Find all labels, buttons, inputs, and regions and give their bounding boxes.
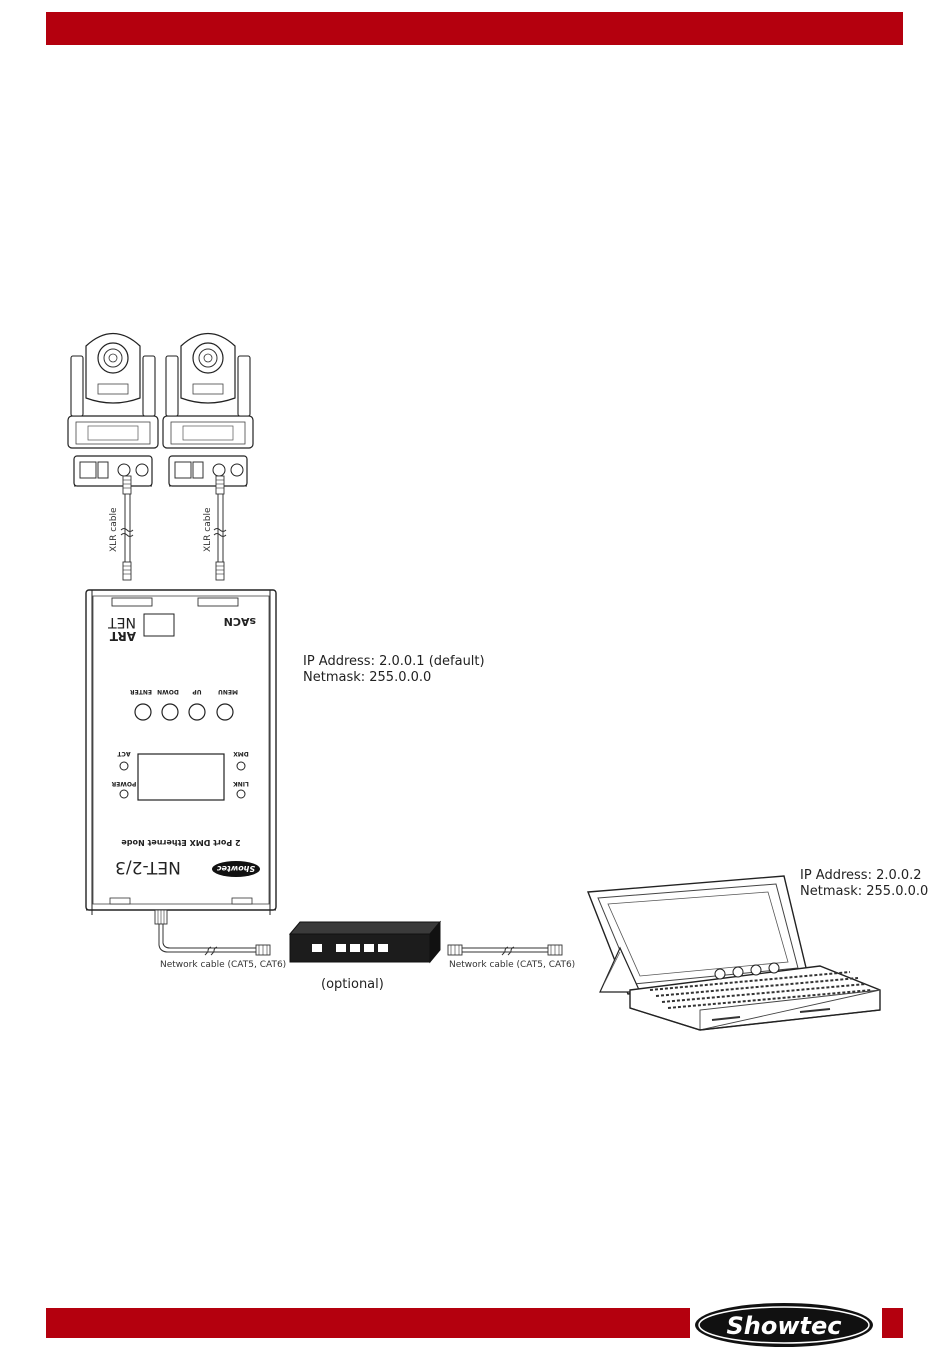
- indicator-label-dmx: DMX: [233, 750, 249, 757]
- network-cable-label-right: Network cable (CAT5, CAT6): [449, 960, 575, 970]
- indicator-act: [120, 762, 128, 770]
- node-display: [138, 754, 224, 800]
- indicator-link: [237, 790, 245, 798]
- indicator-power: [120, 790, 128, 798]
- net-logo-text: NET: [108, 614, 136, 630]
- xlr-cable-right: [214, 476, 226, 580]
- network-cable-left: [155, 910, 270, 955]
- node-subtitle: 2 Port DMX Ethernet Node: [121, 838, 241, 847]
- moving-head-left: [68, 334, 158, 487]
- network-cable-right: [448, 945, 562, 955]
- node-button-menu: [217, 704, 233, 720]
- button-label-down: DOWN: [157, 688, 179, 695]
- art-logo-text: ART: [109, 629, 136, 643]
- button-label-enter: ENTER: [130, 688, 152, 695]
- console-ip-address: IP Address: 2.0.0.2: [800, 868, 922, 884]
- node-button-enter: [135, 704, 151, 720]
- network-cable-label-left: Network cable (CAT5, CAT6): [160, 960, 286, 970]
- indicator-dmx: [237, 762, 245, 770]
- showtec-logo-text: Showtec: [726, 1312, 841, 1340]
- artnet-logo: ART NET: [108, 614, 136, 643]
- indicator-label-power: POWER: [111, 780, 136, 787]
- button-label-up: UP: [192, 688, 202, 695]
- indicator-label-link: LINK: [233, 780, 249, 787]
- node-button-down: [162, 704, 178, 720]
- console-netmask: Netmask: 255.0.0.0: [800, 884, 928, 900]
- footer-logo-area: Showtec: [690, 1300, 882, 1350]
- xlr-cable-label-left: XLR cable: [109, 507, 119, 552]
- node-netmask: Netmask: 255.0.0.0: [303, 670, 431, 686]
- node-button-up: [189, 704, 205, 720]
- button-label-menu: MENU: [218, 688, 238, 695]
- xlr-cable-label-right: XLR cable: [203, 507, 213, 552]
- switch-optional-label: (optional): [321, 977, 384, 992]
- network-switch: [290, 922, 440, 962]
- xlr-cable-left: [121, 476, 133, 580]
- sacn-logo-text: sACN: [224, 615, 256, 628]
- moving-head-right: [163, 334, 253, 487]
- showtec-logo: Showtec: [690, 1300, 882, 1350]
- node-ip-address: IP Address: 2.0.0.1 (default): [303, 654, 485, 670]
- indicator-label-act: ACT: [117, 750, 131, 757]
- node-model: NET-2/3: [115, 857, 181, 877]
- node-brand-badge: Showtec: [212, 861, 260, 877]
- node-brand-text: Showtec: [217, 864, 256, 873]
